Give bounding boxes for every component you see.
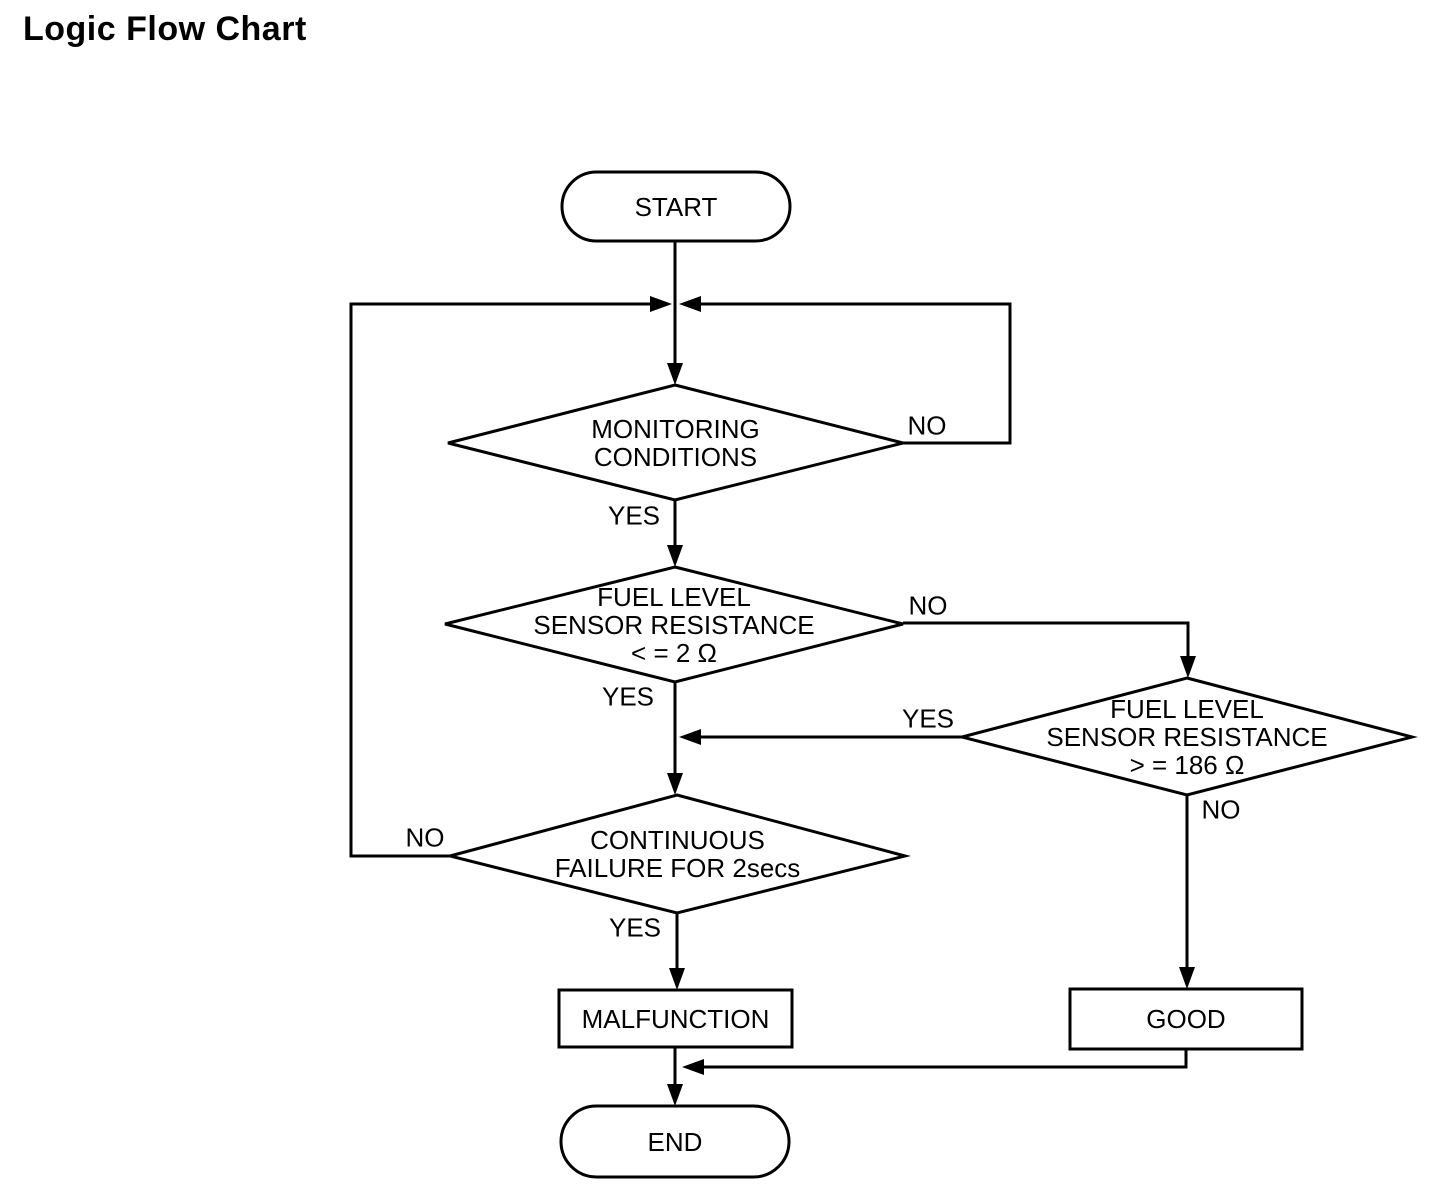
connector-monitoring-no-loop [701,302,1012,445]
arrowhead-left-good-merge [682,1059,704,1075]
fuel-low-decision-shape [444,565,904,684]
malfunction-process-shape [557,988,794,1049]
arrowhead-right-at-top-junction [650,296,672,312]
start-terminator-shape [560,170,792,243]
arrowhead-down-into-fuel-high [1180,656,1196,678]
fuel-high-decision-shape [956,676,1418,797]
connector-fuel-low-no [903,621,1190,658]
arrowhead-down-into-end [667,1084,683,1106]
monitoring-decision-shape [447,383,904,502]
continuous-decision-shape [444,793,911,915]
connector-good-to-end-merge [704,1049,1188,1069]
page-title: Logic Flow Chart [23,10,307,48]
arrowhead-down-into-fuel-low [667,545,683,567]
good-process-shape [1068,987,1304,1051]
arrowhead-down-into-continuous [667,773,683,795]
arrowhead-down-into-monitoring [667,363,683,385]
arrowhead-down-into-good [1179,967,1195,989]
arrowhead-left-at-top-junction [679,296,701,312]
arrowhead-left-fuel-high-yes [679,729,701,745]
arrowhead-down-into-malfunction [669,968,685,990]
connector-continuous-no-loop [349,302,650,858]
end-terminator-shape [559,1104,791,1179]
